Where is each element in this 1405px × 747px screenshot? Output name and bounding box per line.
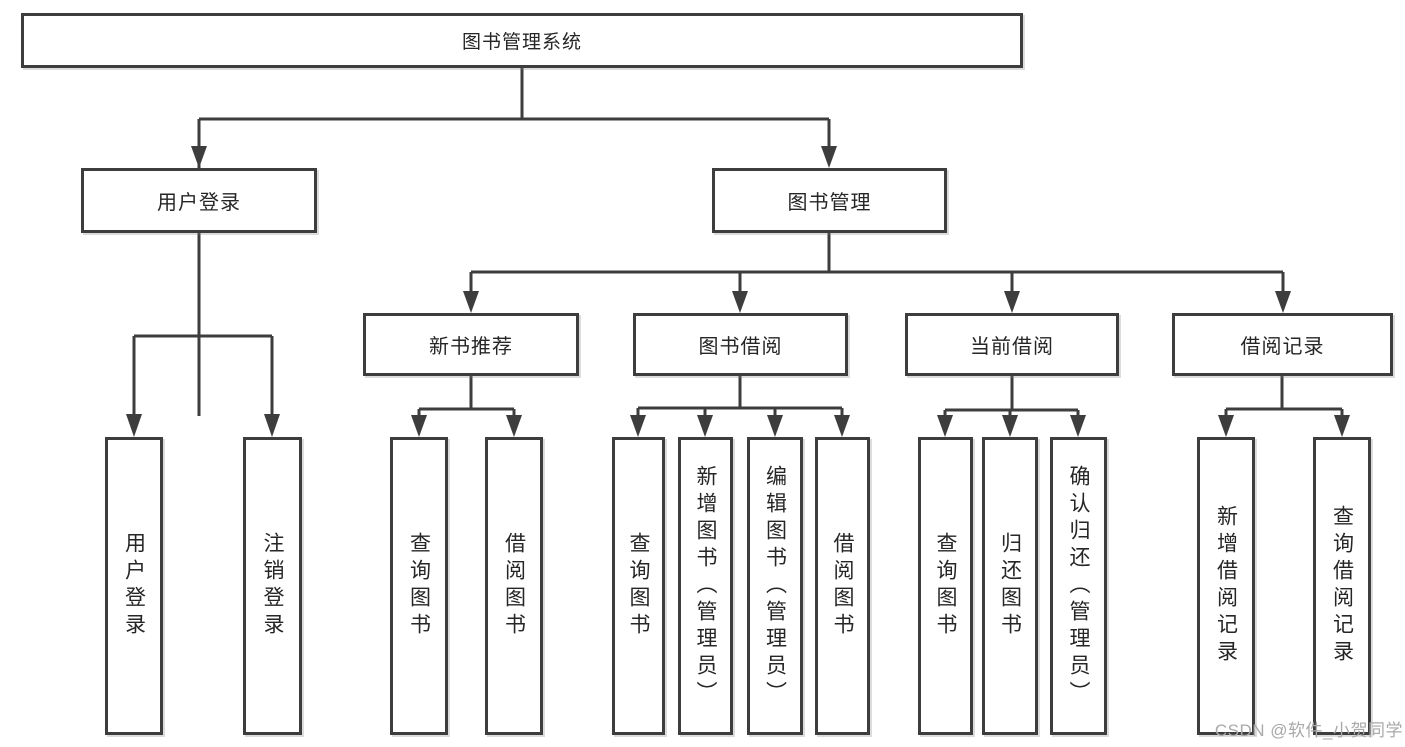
node-borrow-records: 借阅记录 <box>1172 313 1393 376</box>
leaf-current-query-books: 查询图书 <box>918 437 973 735</box>
node-user-login: 用户登录 <box>81 168 317 233</box>
leaf-recommend-borrow-books: 借阅图书 <box>485 437 543 735</box>
connector-root-to-level2 <box>191 68 837 416</box>
node-book-borrow: 图书借阅 <box>633 313 848 376</box>
connector-current-to-leaves <box>937 376 1086 437</box>
connector-recommend-to-leaves <box>411 376 522 437</box>
leaf-query-borrow-record: 查询借阅记录 <box>1313 437 1371 735</box>
node-root-library-system: 图书管理系统 <box>21 13 1023 68</box>
leaf-label: 新增图书（管理员） <box>694 464 717 708</box>
connector-user-to-leaves <box>126 233 280 437</box>
node-label: 图书管理 <box>787 192 872 214</box>
leaf-borrow-query-books: 查询图书 <box>612 437 665 735</box>
leaf-logout: 注销登录 <box>243 437 302 735</box>
leaf-confirm-return-admin: 确认归还（管理员） <box>1050 437 1107 735</box>
leaf-label: 借阅图书 <box>502 532 526 640</box>
node-label: 借阅记录 <box>1240 336 1325 358</box>
leaf-label: 查询图书 <box>407 532 431 640</box>
leaf-return-books: 归还图书 <box>982 437 1038 735</box>
leaf-add-borrow-record: 新增借阅记录 <box>1197 437 1255 735</box>
node-label: 用户登录 <box>157 192 241 214</box>
leaf-label: 确认归还（管理员） <box>1067 464 1090 708</box>
leaf-label: 查询图书 <box>934 532 957 640</box>
node-label: 新书推荐 <box>429 336 513 358</box>
node-book-management: 图书管理 <box>712 168 947 233</box>
connector-books-to-sections <box>463 233 1291 313</box>
leaf-label: 用户登录 <box>122 532 146 640</box>
leaf-user-login: 用户登录 <box>105 437 163 735</box>
node-label: 图书借阅 <box>698 336 783 358</box>
leaf-add-books-admin: 新增图书（管理员） <box>678 437 733 735</box>
leaf-label: 查询图书 <box>627 532 650 640</box>
leaf-label: 注销登录 <box>261 532 284 640</box>
node-label: 当前借阅 <box>970 336 1054 358</box>
node-label: 图书管理系统 <box>461 32 582 53</box>
csdn-watermark: CSDN @软件_小贺同学 <box>1214 721 1403 740</box>
leaf-recommend-query-books: 查询图书 <box>390 437 448 735</box>
leaf-label: 归还图书 <box>998 532 1022 640</box>
leaf-label: 借阅图书 <box>831 532 854 640</box>
leaf-edit-books-admin: 编辑图书（管理员） <box>747 437 803 735</box>
leaf-label: 编辑图书（管理员） <box>763 464 787 708</box>
leaf-label: 新增借阅记录 <box>1214 505 1238 667</box>
leaf-label: 查询借阅记录 <box>1330 505 1354 667</box>
connector-records-to-leaves <box>1218 376 1350 437</box>
leaf-borrow-books: 借阅图书 <box>815 437 870 735</box>
node-new-book-recommend: 新书推荐 <box>363 313 579 376</box>
connector-borrow-to-leaves <box>630 376 850 437</box>
node-current-borrow: 当前借阅 <box>905 313 1119 376</box>
